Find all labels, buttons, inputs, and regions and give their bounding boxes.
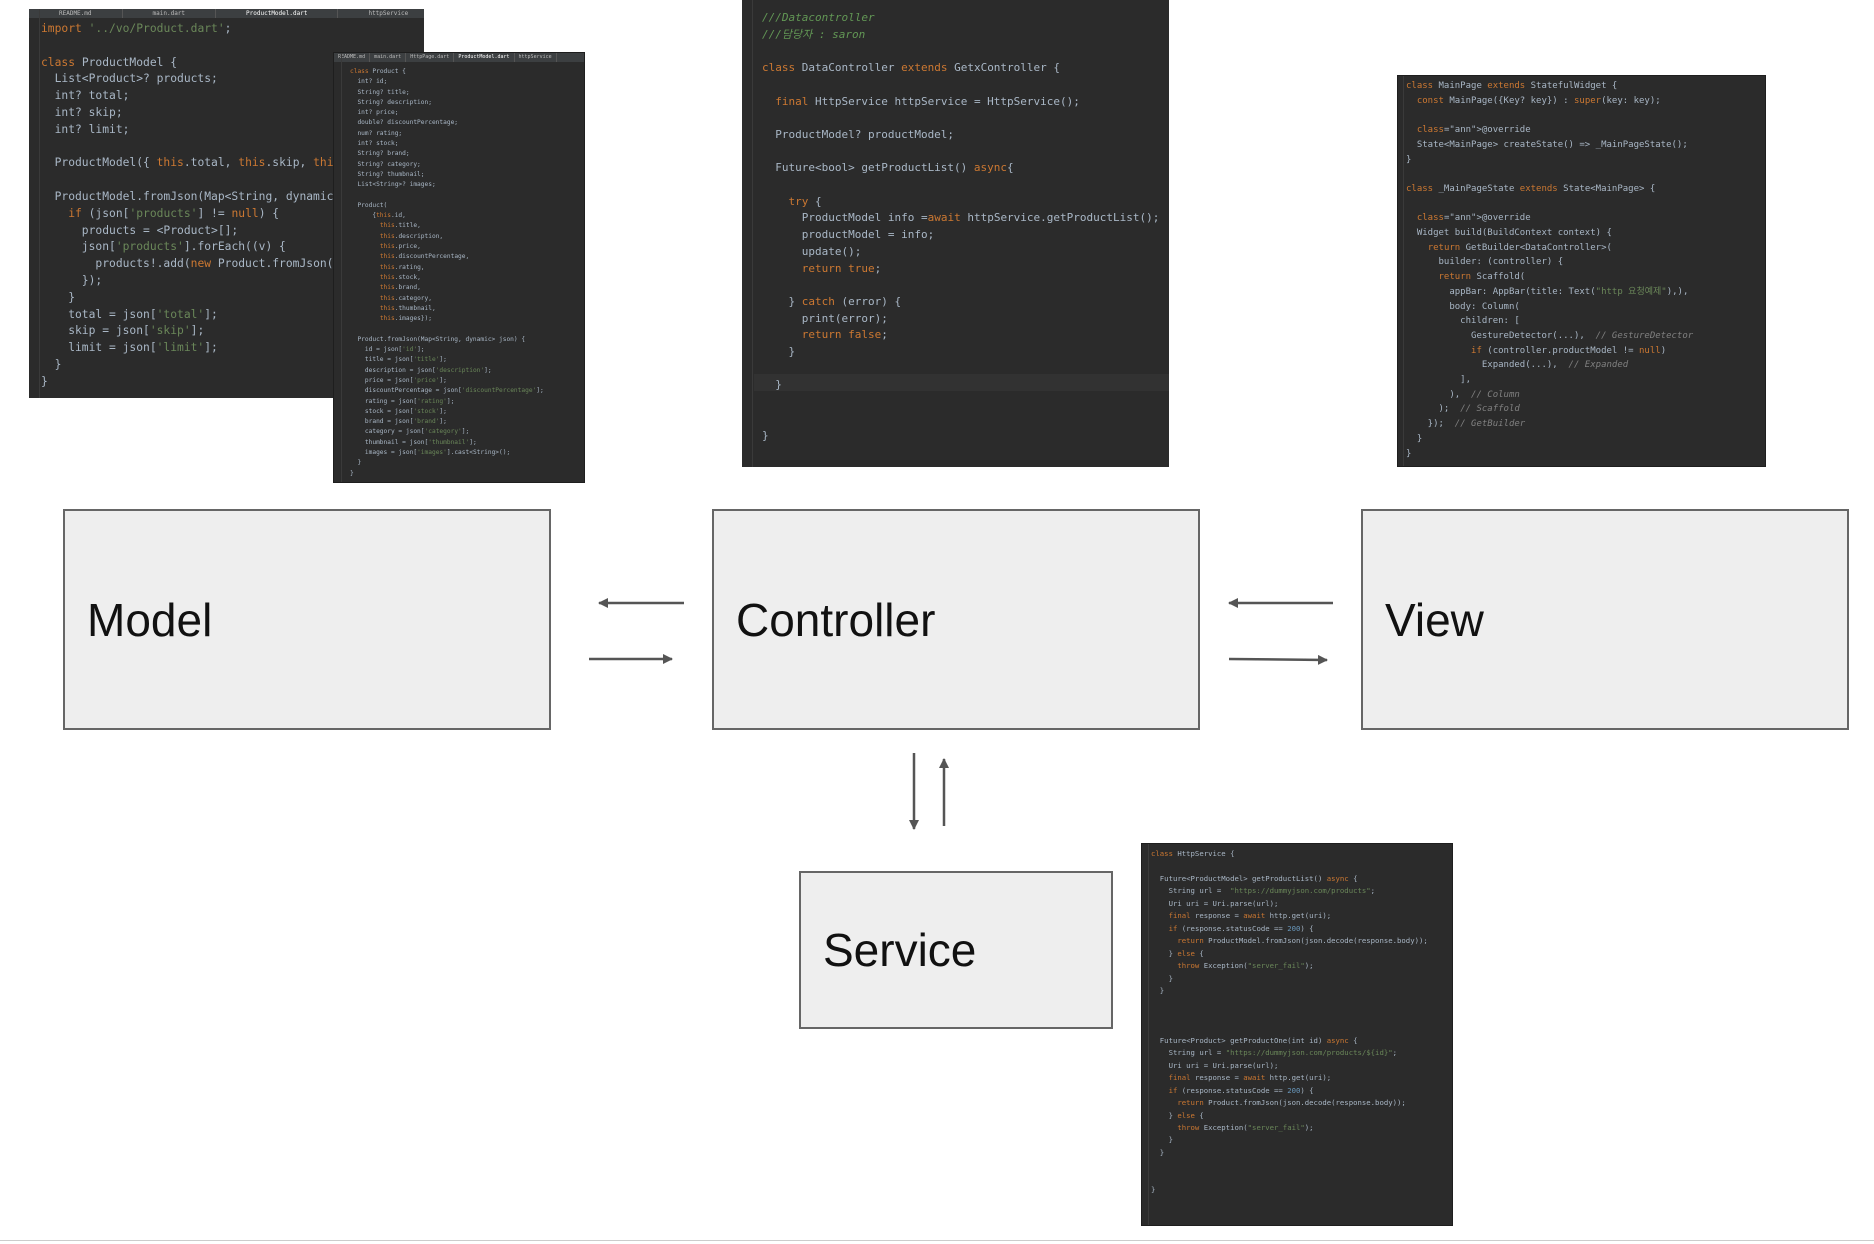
- editor-tab: ProductModel.dart: [454, 53, 515, 62]
- service-code-text: class HttpService { Future<ProductModel>…: [1151, 849, 1428, 1195]
- service-label: Service: [823, 924, 977, 976]
- editor-tab: README.md: [29, 9, 123, 18]
- controller-code-screenshot: ///Datacontroller ///담당자 : saron class D…: [742, 0, 1169, 467]
- controller-code-text: ///Datacontroller ///담당자 : saron class D…: [762, 11, 1160, 442]
- editor-tab: httpService: [338, 9, 424, 18]
- editor-tab: main.dart: [123, 9, 217, 18]
- model-label: Model: [87, 593, 213, 646]
- controller-box: Controller: [712, 509, 1200, 730]
- editor-gutter-line: [341, 53, 342, 482]
- service-code-screenshot: class HttpService { Future<ProductModel>…: [1141, 843, 1453, 1226]
- view-label: View: [1385, 593, 1484, 646]
- current-line-highlight: [754, 374, 1169, 391]
- view-code-screenshot: class MainPage extends StatefulWidget { …: [1397, 75, 1766, 467]
- editor-tab: README.md: [334, 53, 371, 62]
- editor-tab: httpService: [515, 53, 557, 62]
- product-code-text: class Product { int? id; String? title; …: [350, 68, 544, 477]
- editor-gutter-line: [752, 0, 753, 467]
- editor-gutter-line: [39, 9, 40, 398]
- model-box: Model: [63, 509, 551, 730]
- editor-tab: main.dart: [370, 53, 407, 62]
- page-bottom-divider: [0, 1240, 1874, 1241]
- view-box: View: [1361, 509, 1849, 730]
- editor-gutter-line: [1403, 76, 1404, 466]
- editor-tab: HttpPage.dart: [406, 53, 455, 62]
- service-box: Service: [799, 871, 1113, 1029]
- editor-gutter-line: [1148, 844, 1149, 1225]
- controller-label: Controller: [736, 593, 936, 646]
- arrow-controller-to-view: [1228, 654, 1328, 665]
- editor-tab: ProductModel.dart: [216, 9, 339, 18]
- view-code-text: class MainPage extends StatefulWidget { …: [1406, 81, 1694, 459]
